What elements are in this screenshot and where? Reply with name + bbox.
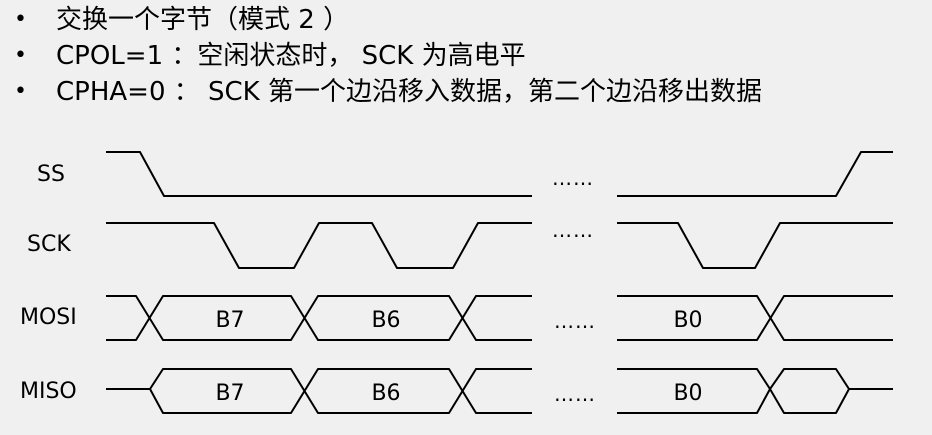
ss-ellipsis: …… (552, 166, 594, 190)
miso-byte-b6: B6 (371, 381, 400, 406)
bullet-text-cpha: CPHA=0 ： SCK 第一个边沿移入数据，第二个边沿移出数据 (56, 77, 762, 107)
ss-waveform (106, 151, 532, 197)
mosi-label: MOSI (20, 305, 77, 330)
miso-waveform-top (106, 368, 532, 414)
sck-label: SCK (27, 232, 71, 257)
miso-ellipsis: …… (554, 382, 596, 406)
ss-label: SS (37, 162, 65, 187)
bullet-text-mode: 交换一个字节（模式 2 ） (56, 5, 350, 35)
ss-waveform-end (617, 151, 893, 197)
mosi-ellipsis: …… (554, 309, 596, 333)
bullet-text-cpol: CPOL=1 ：空闲状态时， SCK 为高电平 (56, 41, 526, 71)
sck-waveform-end (617, 222, 893, 269)
mosi-waveform-end-bottom (617, 295, 893, 341)
miso-waveform-tail (769, 368, 850, 414)
bullet-dot: • (14, 43, 27, 68)
mosi-byte-b7: B7 (215, 308, 244, 333)
mosi-byte-b0: B0 (673, 308, 702, 333)
mosi-waveform-top (106, 295, 532, 341)
bullet-dot: • (14, 79, 27, 104)
mosi-waveform-end-top (617, 295, 893, 341)
miso-byte-b0: B0 (673, 381, 702, 406)
miso-waveform-bottom (149, 368, 532, 414)
sck-waveform (106, 222, 532, 269)
mosi-byte-b6: B6 (371, 308, 400, 333)
bullet-dot: • (14, 7, 27, 32)
mosi-waveform-bottom (106, 295, 532, 341)
sck-ellipsis: …… (552, 218, 594, 242)
miso-label: MISO (20, 379, 77, 404)
miso-byte-b7: B7 (215, 381, 244, 406)
